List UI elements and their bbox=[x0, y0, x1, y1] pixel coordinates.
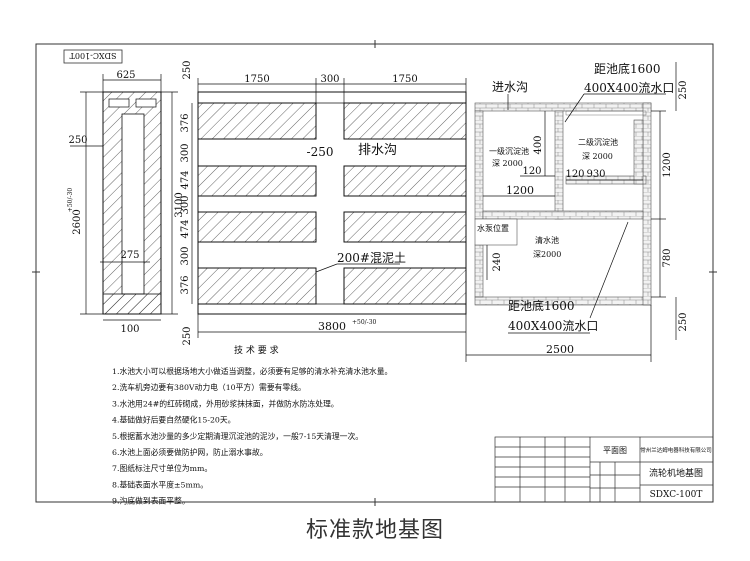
dim-250-bottom-left: 250 bbox=[182, 326, 193, 345]
dim-250-bottom-right: 250 bbox=[678, 312, 689, 331]
dim-300-top: 300 bbox=[320, 74, 339, 85]
drain-depth-label: -250 bbox=[307, 145, 334, 159]
inlet-ditch-label: 进水沟 bbox=[492, 80, 528, 94]
dim-625: 625 bbox=[116, 70, 135, 81]
clear-tank-depth: 深2000 bbox=[533, 250, 561, 259]
tank-dimensions bbox=[465, 62, 677, 362]
dim-780: 780 bbox=[662, 248, 673, 267]
note-item: 4.基础做好后要自然硬化15-20天。 bbox=[112, 415, 235, 425]
sediment-tanks bbox=[474, 102, 652, 306]
tank1-depth: 深 2000 bbox=[492, 159, 523, 168]
dim-1200-h: 1200 bbox=[506, 184, 534, 197]
dim-120-b: 120 bbox=[565, 169, 584, 180]
dim-120-a: 120 bbox=[522, 166, 541, 177]
notes-list: 1.水池大小可以根据场地大小做适当调整，必须要有足够的清水补充清水池水量。 2.洗… bbox=[112, 366, 392, 506]
drawing-code-text: SDXC-100T bbox=[69, 51, 117, 60]
note-item: 5.根据蓄水池沙量的多少定期清理沉淀池的泥沙，一般7-15天清理一次。 bbox=[112, 431, 363, 441]
dim-3800: 3800 bbox=[318, 320, 346, 333]
note-item: 7.图纸标注尺寸单位为mm。 bbox=[112, 463, 212, 473]
note-item: 8.基础表面水平度±5mm。 bbox=[112, 479, 208, 489]
dim-474-b: 474 bbox=[180, 219, 191, 238]
dim-2600-tol: +50/-30 bbox=[67, 188, 74, 213]
title-drawing-name: 流轮机地基图 bbox=[649, 467, 703, 479]
title-view: 平面图 bbox=[603, 446, 627, 455]
dim-376-b: 376 bbox=[180, 275, 191, 294]
dim-300-c: 300 bbox=[180, 246, 191, 265]
side-section-dimensions bbox=[70, 74, 178, 321]
dim-2500: 2500 bbox=[546, 343, 574, 356]
dim-3100: 3100 bbox=[174, 192, 185, 217]
dim-1750-a: 1750 bbox=[244, 74, 269, 85]
dim-376-a: 376 bbox=[180, 113, 191, 132]
pump-position: 水泵位置 bbox=[477, 223, 509, 233]
dim-250-top-left: 250 bbox=[182, 60, 193, 79]
wash-bay-plan bbox=[197, 91, 467, 315]
dim-250-top-right: 250 bbox=[678, 80, 689, 99]
page-caption: 标准款地基图 bbox=[305, 518, 444, 543]
dim-474-a: 474 bbox=[180, 170, 191, 189]
tank1-name: 一级沉淀池 bbox=[489, 146, 529, 156]
dim-250-left: 250 bbox=[68, 135, 87, 146]
dim-400: 400 bbox=[533, 135, 544, 154]
dim-2600: 2600 bbox=[72, 209, 83, 234]
outlet-bottom-line2: 400X400流水口 bbox=[508, 319, 598, 333]
outlet-top-line1: 距池底1600 bbox=[594, 61, 661, 76]
dim-300-b: 300 bbox=[180, 195, 191, 214]
plan-top-dimensions bbox=[197, 78, 467, 103]
concrete-label: 200#混泥土 bbox=[337, 251, 406, 265]
tank2-depth: 深 2000 bbox=[582, 152, 613, 161]
dim-1200-v: 1200 bbox=[662, 152, 673, 177]
title-block bbox=[494, 436, 714, 503]
title-code: SDXC-100T bbox=[650, 490, 703, 500]
dim-275: 275 bbox=[120, 250, 139, 261]
note-item: 9.沟底做到表面平整。 bbox=[112, 496, 190, 506]
note-item: 3.水池用24#的红砖砌成，外用砂浆抹抹面，并做防水防冻处理。 bbox=[112, 398, 339, 408]
tank2-name: 二级沉淀池 bbox=[578, 137, 618, 147]
dim-1750-b: 1750 bbox=[392, 74, 417, 85]
plan-bottom-dimension bbox=[197, 314, 467, 338]
note-item: 1.水池大小可以根据场地大小做适当调整，必须要有足够的清水补充清水池水量。 bbox=[112, 366, 392, 376]
note-item: 2.洗车机旁边要有380V动力电（10平方）需要有零线。 bbox=[112, 382, 306, 392]
dim-930: 930 bbox=[586, 169, 605, 180]
dim-300-a: 300 bbox=[180, 143, 191, 162]
notes-title: 技 术 要 求 bbox=[234, 344, 279, 356]
outlet-bottom-line1: 距池底1600 bbox=[508, 298, 575, 313]
outlet-top-line2: 400X400流水口 bbox=[584, 81, 674, 95]
note-item: 6.水池上面必须要做防护网，防止溺水事故。 bbox=[112, 447, 268, 457]
dim-240: 240 bbox=[492, 252, 503, 271]
side-section bbox=[102, 91, 162, 315]
clear-tank-name: 清水池 bbox=[535, 235, 559, 245]
dim-100: 100 bbox=[120, 324, 139, 335]
title-company: 常州兰达姆电器科技有限公司 bbox=[640, 446, 712, 454]
drain-ditch-label: 排水沟 bbox=[358, 143, 397, 158]
dim-3800-tol: +50/-30 bbox=[352, 319, 377, 326]
drawing-code-box: SDXC-100T bbox=[63, 49, 123, 64]
